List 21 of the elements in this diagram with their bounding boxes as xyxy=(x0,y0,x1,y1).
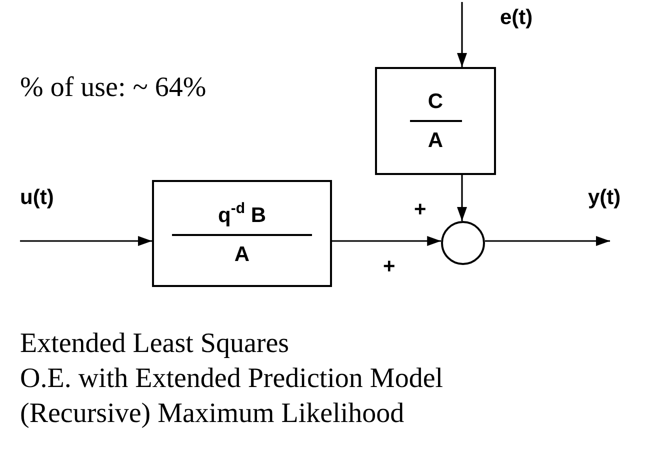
numerator: C xyxy=(428,88,444,115)
method-text: O.E. with Extended Prediction Model xyxy=(20,363,444,396)
numerator: q$^{-d}$ B xyxy=(218,198,266,229)
transfer-function-block xyxy=(375,67,496,175)
plus-sign: + xyxy=(414,198,426,222)
signal-label: y(t) xyxy=(588,186,621,210)
denominator: A xyxy=(234,242,250,268)
arrow xyxy=(457,175,467,222)
method-text: Extended Least Squares xyxy=(20,328,290,360)
arrow xyxy=(457,2,467,67)
arrow xyxy=(484,236,610,246)
signal-label: e(t) xyxy=(500,6,533,30)
signal-label: u(t) xyxy=(20,186,54,210)
plus-sign: + xyxy=(383,255,396,280)
arrow xyxy=(332,236,442,246)
denominator: A xyxy=(428,128,444,154)
usage-note: % of use: ~ 64% xyxy=(20,72,206,104)
transfer-function-block xyxy=(152,180,332,287)
method-text: (Recursive) Maximum Likelihood xyxy=(20,398,404,430)
arrow xyxy=(20,236,152,246)
summing-junction xyxy=(441,221,485,265)
